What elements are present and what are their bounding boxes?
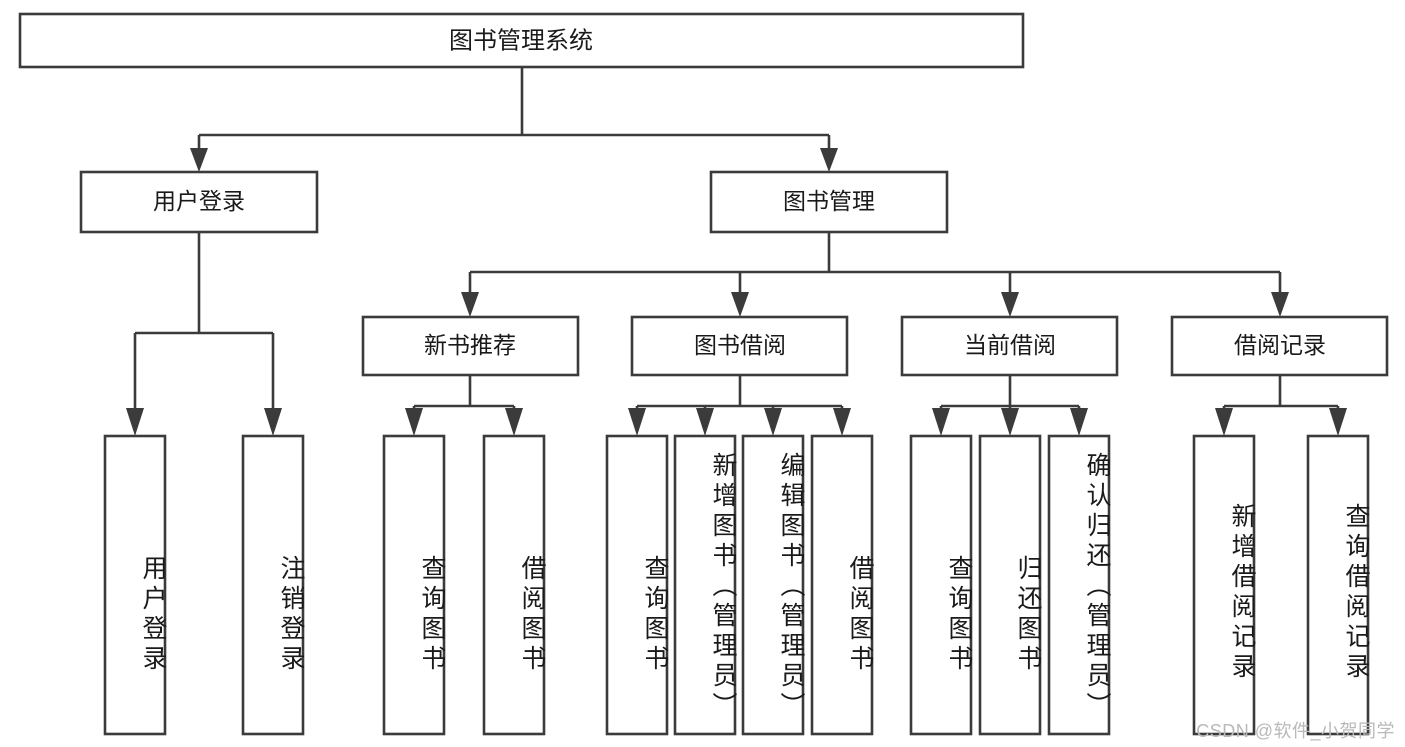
leaf-box-query-book-3[interactable] (909, 434, 973, 736)
node-current-borrow[interactable]: 当前借阅 (900, 315, 1119, 377)
leaf-box-query-book-2[interactable] (605, 434, 669, 736)
arrow-head-leaf-query-book-3 (932, 408, 950, 436)
node-borrow-records[interactable]: 借阅记录 (1170, 315, 1389, 377)
node-current-borrow-label: 当前借阅 (964, 332, 1056, 358)
arrow-head-leaf-user-login (126, 408, 144, 436)
connector-layer (126, 67, 1347, 436)
arrow-head-userlogin (190, 148, 208, 172)
arrow-head-leaf-return-book (1001, 408, 1019, 436)
arrow-head-leaf-query-record (1329, 408, 1347, 436)
node-user-login[interactable]: 用户登录 (79, 170, 319, 234)
arrow-head-leaf-confirm-return (1070, 408, 1088, 436)
leaf-box-borrow-book-1[interactable] (482, 434, 546, 736)
node-borrow-records-label: 借阅记录 (1234, 332, 1326, 358)
arrow-head-current (1001, 292, 1019, 317)
leaf-box-edit-book[interactable] (741, 434, 805, 736)
node-root-label: 图书管理系统 (449, 27, 593, 54)
leaf-box-query-record[interactable] (1306, 434, 1370, 736)
leaf-box-return-book[interactable] (978, 434, 1042, 736)
node-book-borrow-box[interactable] (630, 315, 849, 377)
arrow-head-leaf-add-record (1215, 408, 1233, 436)
node-new-book-recommend-box[interactable] (361, 315, 580, 377)
node-root[interactable]: 图书管理系统 (18, 12, 1025, 69)
arrow-head-bookmgmt (820, 148, 838, 172)
leaf-box-borrow-book-2[interactable] (810, 434, 874, 736)
leaf-box-user-login[interactable] (103, 434, 167, 736)
node-root-box[interactable] (18, 12, 1025, 69)
arrow-head-leaf-logout (264, 408, 282, 436)
arrow-head-leaf-borrow-book-1 (505, 408, 523, 436)
leaf-box-add-book[interactable] (673, 434, 737, 736)
node-book-management-label: 图书管理 (783, 188, 875, 214)
arrow-head-newbook (461, 292, 479, 317)
leaf-box-logout[interactable] (241, 434, 305, 736)
leaf-box-confirm-return[interactable] (1047, 434, 1111, 736)
arrow-head-leaf-query-book-2 (628, 408, 646, 436)
leaf-box-layer (103, 434, 1370, 736)
node-new-book-recommend[interactable]: 新书推荐 (361, 315, 580, 377)
arrow-head-leaf-query-book-1 (405, 408, 423, 436)
arrow-head-leaf-borrow-book-2 (833, 408, 851, 436)
node-borrow-records-box[interactable] (1170, 315, 1389, 377)
node-user-login-label: 用户登录 (153, 188, 245, 214)
node-book-borrow[interactable]: 图书借阅 (630, 315, 849, 377)
node-new-book-recommend-label: 新书推荐 (424, 332, 516, 358)
arrow-head-records (1271, 292, 1289, 317)
arrow-head-borrow (731, 292, 749, 317)
node-user-login-box[interactable] (79, 170, 319, 234)
leaf-box-query-book-1[interactable] (382, 434, 446, 736)
node-book-borrow-label: 图书借阅 (694, 332, 786, 358)
arrow-head-leaf-edit-book (764, 408, 782, 436)
leaf-box-add-record[interactable] (1192, 434, 1256, 736)
csdn-watermark: CSDN @软件_小贺同学 (1196, 721, 1395, 741)
node-current-borrow-box[interactable] (900, 315, 1119, 377)
node-book-management[interactable]: 图书管理 (709, 170, 949, 234)
node-book-management-box[interactable] (709, 170, 949, 234)
arrow-head-leaf-add-book (696, 408, 714, 436)
